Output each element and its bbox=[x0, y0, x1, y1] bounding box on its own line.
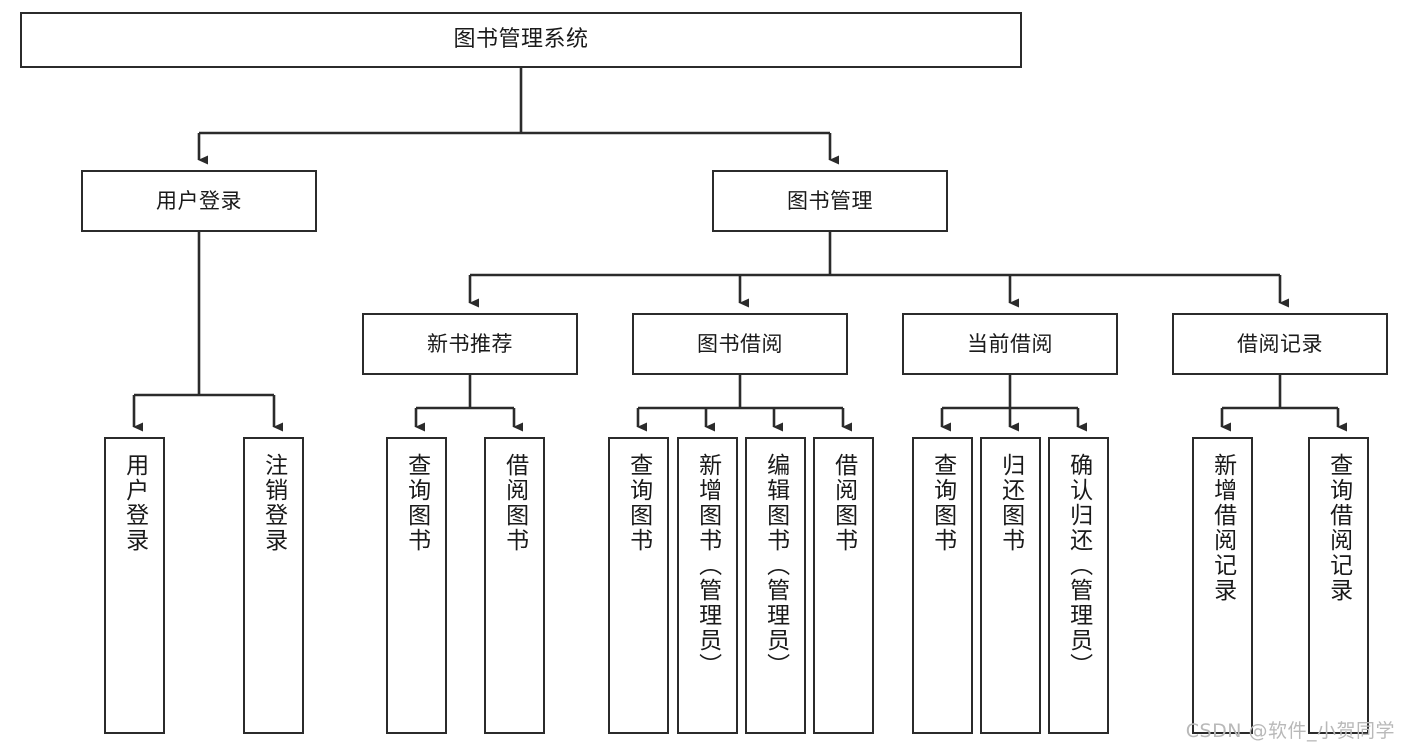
node-book-borrow[interactable]: 图书借阅 bbox=[632, 313, 848, 375]
node-current-borrow[interactable]: 当前借阅 bbox=[902, 313, 1118, 375]
leaf-new-book-borrow-book[interactable]: 借阅图书 bbox=[484, 437, 545, 734]
node-book-management[interactable]: 图书管理 bbox=[712, 170, 948, 232]
node-label: 查询图书 bbox=[625, 453, 652, 553]
node-label: 新增图书（管理员） bbox=[694, 453, 721, 678]
node-label: 查询图书 bbox=[403, 453, 430, 553]
node-root-book-management-system[interactable]: 图书管理系统 bbox=[20, 12, 1022, 68]
node-label: 编辑图书（管理员） bbox=[762, 453, 789, 678]
node-label: 图书借阅 bbox=[697, 331, 783, 356]
node-label: 图书管理系统 bbox=[453, 27, 589, 53]
leaf-borrow-record-query-record[interactable]: 查询借阅记录 bbox=[1308, 437, 1369, 734]
node-label: 查询借阅记录 bbox=[1325, 453, 1352, 603]
leaf-user-login-logout[interactable]: 注销登录 bbox=[243, 437, 304, 734]
leaf-book-borrow-edit-book-admin[interactable]: 编辑图书（管理员） bbox=[745, 437, 806, 734]
node-label: 借阅记录 bbox=[1237, 331, 1323, 356]
node-label: 新书推荐 bbox=[427, 331, 513, 356]
node-borrow-record[interactable]: 借阅记录 bbox=[1172, 313, 1388, 375]
node-label: 借阅图书 bbox=[830, 453, 857, 553]
node-label: 用户登录 bbox=[156, 188, 242, 213]
node-user-login[interactable]: 用户登录 bbox=[81, 170, 317, 232]
node-label: 注销登录 bbox=[260, 453, 287, 553]
leaf-user-login-login[interactable]: 用户登录 bbox=[104, 437, 165, 734]
node-label: 图书管理 bbox=[787, 188, 873, 213]
leaf-new-book-query-book[interactable]: 查询图书 bbox=[386, 437, 447, 734]
leaf-book-borrow-borrow-book[interactable]: 借阅图书 bbox=[813, 437, 874, 734]
node-label: 借阅图书 bbox=[501, 453, 528, 553]
leaf-book-borrow-query-book[interactable]: 查询图书 bbox=[608, 437, 669, 734]
leaf-current-borrow-return-book[interactable]: 归还图书 bbox=[980, 437, 1041, 734]
node-new-book-recommend[interactable]: 新书推荐 bbox=[362, 313, 578, 375]
node-label: 查询图书 bbox=[929, 453, 956, 553]
node-label: 新增借阅记录 bbox=[1209, 453, 1236, 603]
leaf-current-borrow-query-book[interactable]: 查询图书 bbox=[912, 437, 973, 734]
node-label: 当前借阅 bbox=[967, 331, 1053, 356]
leaf-current-borrow-confirm-return-admin[interactable]: 确认归还（管理员） bbox=[1048, 437, 1109, 734]
node-label: 归还图书 bbox=[997, 453, 1024, 553]
leaf-borrow-record-add-record[interactable]: 新增借阅记录 bbox=[1192, 437, 1253, 734]
node-label: 确认归还（管理员） bbox=[1065, 453, 1092, 678]
node-label: 用户登录 bbox=[121, 453, 148, 553]
leaf-book-borrow-add-book-admin[interactable]: 新增图书（管理员） bbox=[677, 437, 738, 734]
